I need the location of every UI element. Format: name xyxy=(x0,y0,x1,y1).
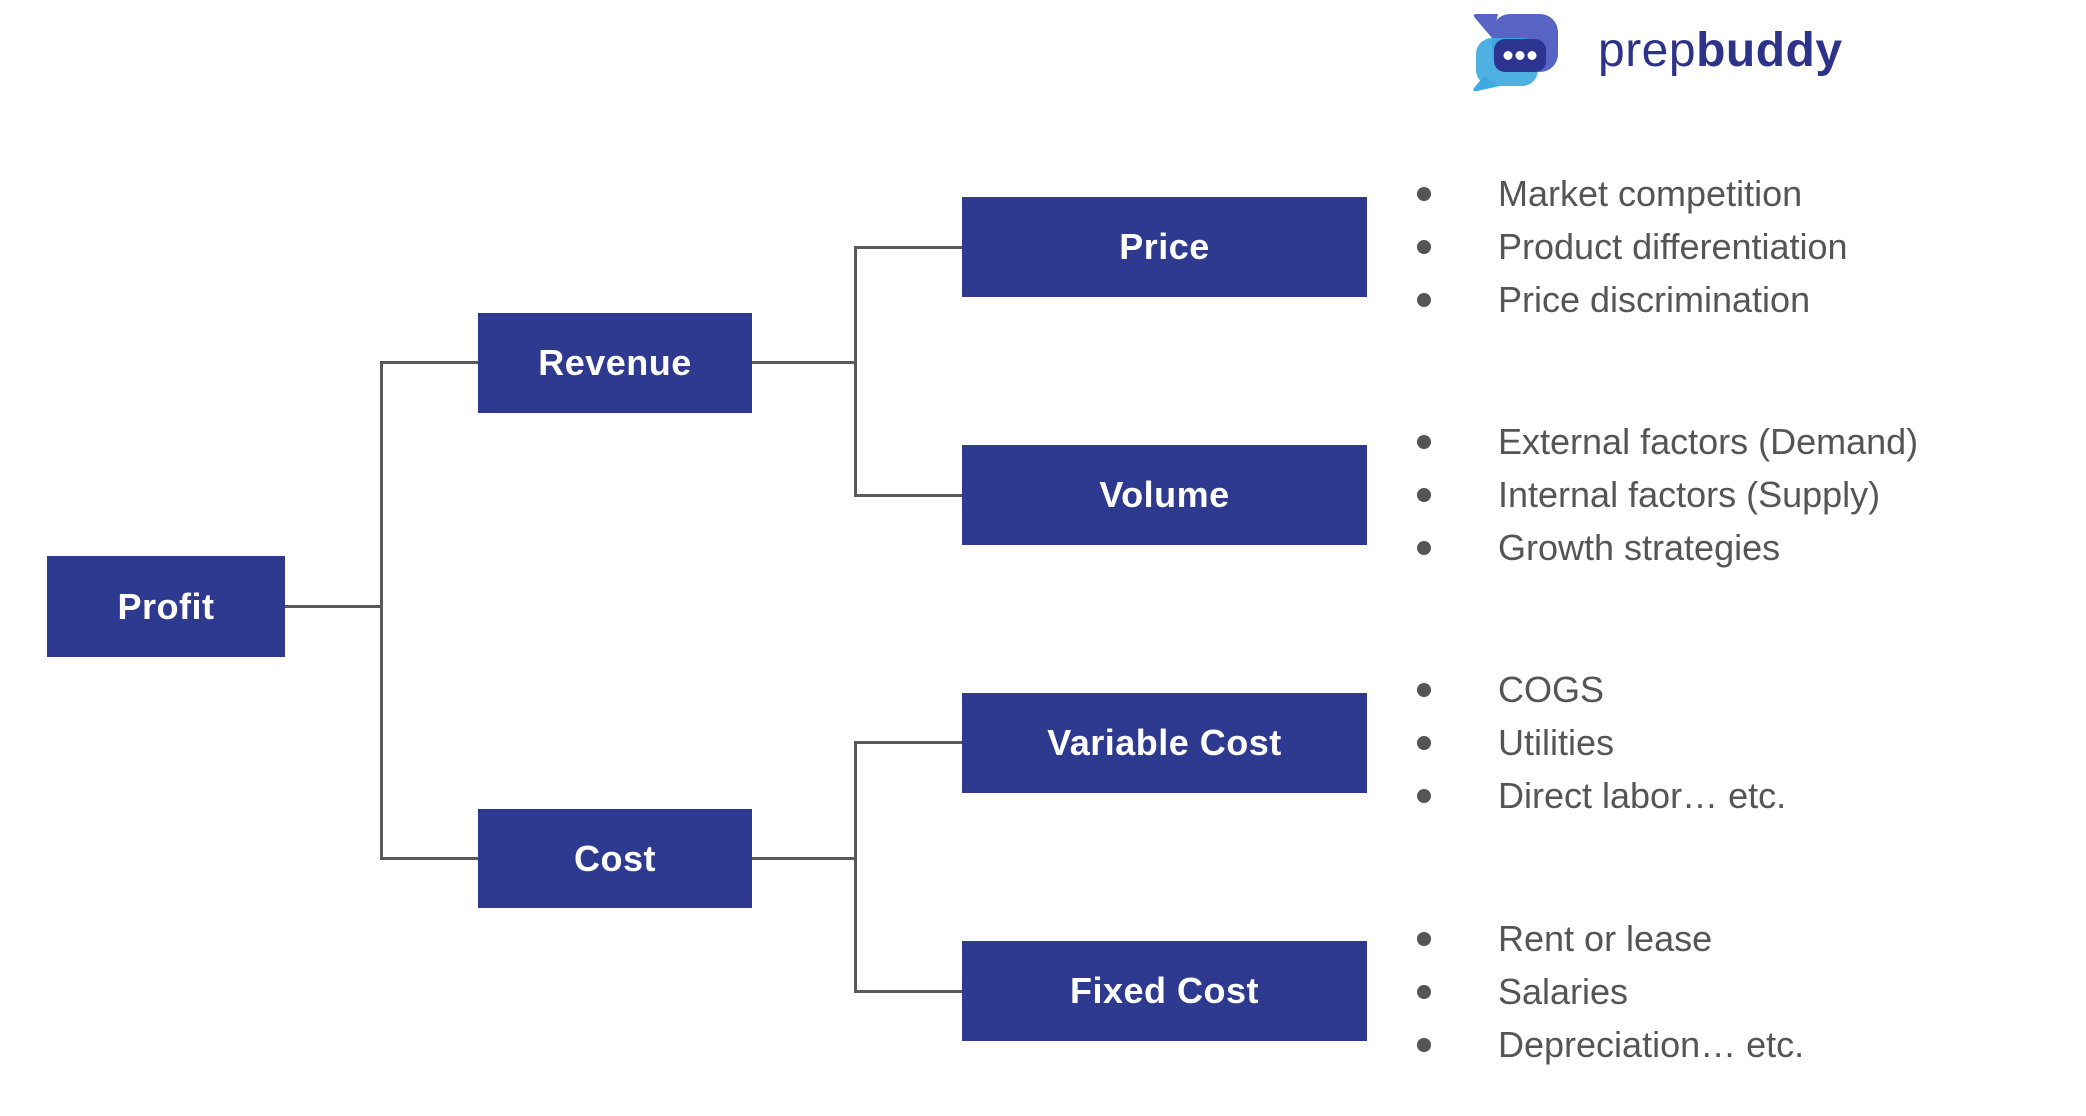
bullet-icon xyxy=(1417,984,1431,999)
bullet-label: External factors (Demand) xyxy=(1498,420,1919,462)
prepbuddy-logo: prepbuddy xyxy=(1468,8,1843,94)
list-item: Rent or lease xyxy=(1417,912,1804,965)
bullet-icon xyxy=(1417,239,1431,254)
bullet-icon xyxy=(1417,186,1431,201)
bullet-icon xyxy=(1417,1037,1431,1052)
list-item: Direct labor… etc. xyxy=(1417,769,1786,822)
connector-trunk-revenue xyxy=(380,361,478,364)
bullet-label: Rent or lease xyxy=(1498,917,1713,959)
list-item: Price discrimination xyxy=(1417,273,1848,326)
connector-split-volume xyxy=(854,494,962,497)
connector-cost-split xyxy=(752,857,857,860)
logo-wordmark: prepbuddy xyxy=(1598,8,1843,94)
list-item: External factors (Demand) xyxy=(1417,415,1918,468)
node-cost: Cost xyxy=(478,809,752,908)
logo-text-buddy: buddy xyxy=(1696,24,1843,77)
bullet-icon xyxy=(1417,292,1431,307)
variable-cost-list: COGS Utilities Direct labor… etc. xyxy=(1417,663,1786,822)
node-label: Variable Cost xyxy=(1047,722,1282,763)
node-label: Volume xyxy=(1099,474,1230,515)
bullet-label: Growth strategies xyxy=(1498,526,1781,568)
chat-bubble-icon xyxy=(1473,14,1558,92)
node-label: Cost xyxy=(574,837,656,879)
connector-split-price xyxy=(854,246,962,249)
list-item: Depreciation… etc. xyxy=(1417,1018,1804,1071)
bullet-label: Price discrimination xyxy=(1498,278,1811,320)
connector-cost-vertical xyxy=(854,741,857,993)
list-item: Salaries xyxy=(1417,965,1804,1018)
volume-factors-list: External factors (Demand) Internal facto… xyxy=(1417,415,1918,574)
bullet-label: COGS xyxy=(1498,668,1605,710)
node-volume: Volume xyxy=(962,445,1367,545)
list-item: Internal factors (Supply) xyxy=(1417,468,1918,521)
fixed-cost-list: Rent or lease Salaries Depreciation… etc… xyxy=(1417,912,1804,1071)
bullet-label: Utilities xyxy=(1498,721,1615,763)
node-label: Profit xyxy=(117,585,215,627)
price-factors-list: Market competition Product differentiati… xyxy=(1417,167,1848,326)
node-price: Price xyxy=(962,197,1367,297)
bullet-icon xyxy=(1417,735,1431,750)
bullet-label: Market competition xyxy=(1498,172,1803,214)
node-label: Revenue xyxy=(538,342,692,383)
bullet-icon xyxy=(1417,434,1431,449)
list-item: COGS xyxy=(1417,663,1786,716)
node-variable-cost: Variable Cost xyxy=(962,693,1367,793)
list-item: Growth strategies xyxy=(1417,521,1918,574)
bullet-icon xyxy=(1417,487,1431,502)
list-item: Market competition xyxy=(1417,167,1848,220)
connector-split-fixed xyxy=(854,990,962,993)
connector-revenue-vertical xyxy=(854,246,857,497)
logo-text-prep: prep xyxy=(1598,24,1697,77)
list-item: Utilities xyxy=(1417,716,1786,769)
bullet-icon xyxy=(1417,931,1431,946)
node-revenue: Revenue xyxy=(478,313,752,413)
bullet-icon xyxy=(1417,788,1431,803)
connector-trunk-cost xyxy=(380,857,478,860)
node-label: Price xyxy=(1119,226,1210,267)
bullet-label: Product differentiation xyxy=(1498,225,1848,267)
node-profit: Profit xyxy=(47,556,285,657)
bullet-label: Salaries xyxy=(1498,970,1629,1012)
list-item: Product differentiation xyxy=(1417,220,1848,273)
bullet-icon xyxy=(1417,682,1431,697)
connector-split-variable xyxy=(854,741,962,744)
node-fixed-cost: Fixed Cost xyxy=(962,941,1367,1041)
bullet-icon xyxy=(1417,540,1431,555)
node-label: Fixed Cost xyxy=(1069,970,1260,1011)
connector-trunk-vertical xyxy=(380,361,383,859)
connector-profit-trunk xyxy=(285,605,383,608)
bullet-label: Direct labor… etc. xyxy=(1498,774,1787,816)
bullet-label: Depreciation… etc. xyxy=(1498,1023,1805,1065)
connector-revenue-split xyxy=(752,361,857,364)
bullet-label: Internal factors (Supply) xyxy=(1498,473,1881,515)
